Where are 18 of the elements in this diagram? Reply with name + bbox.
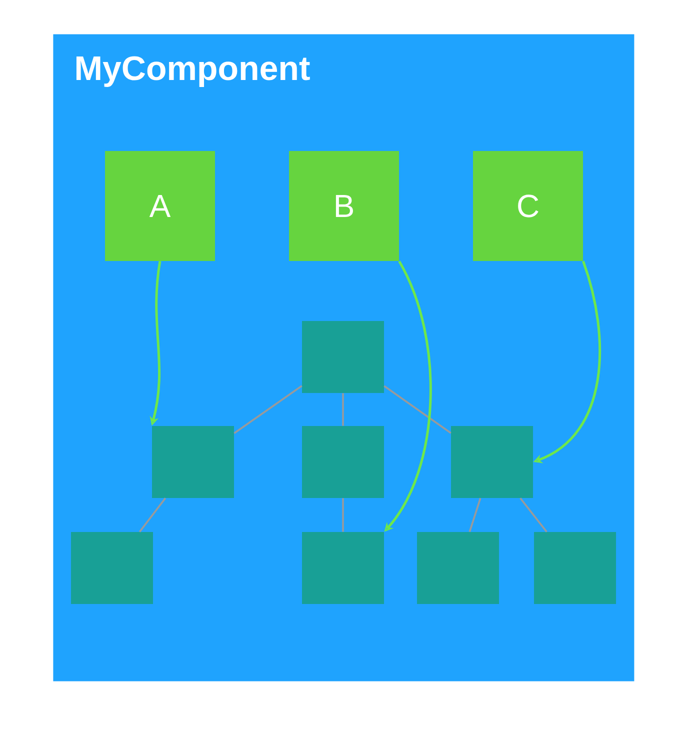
connector-line — [520, 498, 548, 532]
component-box: B — [289, 151, 399, 261]
tree-node-box — [302, 426, 384, 498]
connector-line — [342, 498, 344, 532]
connector-line — [342, 393, 344, 426]
tree-node-box — [302, 321, 384, 393]
tree-node-box — [152, 426, 234, 498]
tree-node-box — [71, 532, 153, 604]
tree-node-box — [451, 426, 533, 498]
connector-line — [384, 385, 452, 434]
component-box: A — [105, 151, 215, 261]
connector-line — [234, 385, 302, 434]
tree-node-box — [417, 532, 499, 604]
tree-node-box — [534, 532, 616, 604]
tree-node-box — [302, 532, 384, 604]
connector-line — [138, 498, 166, 532]
component-box: C — [473, 151, 583, 261]
connector-line — [468, 498, 482, 532]
